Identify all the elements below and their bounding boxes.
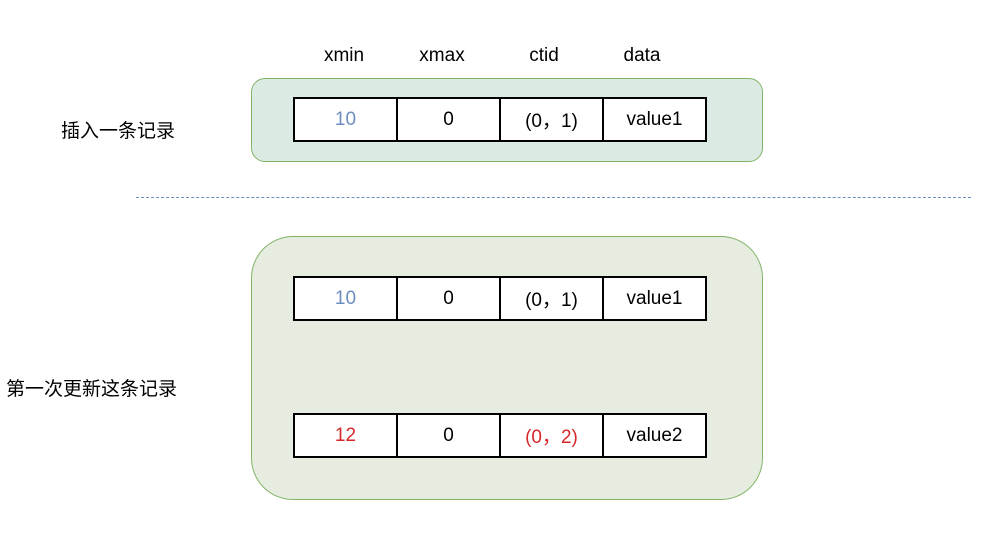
- cell-ctid: (0，1): [501, 278, 604, 319]
- cell-xmin: 10: [295, 99, 398, 140]
- record-row-new-version: 12 0 (0，2) value2: [293, 413, 707, 458]
- cell-xmin: 10: [295, 278, 398, 319]
- column-header-xmin: xmin: [323, 45, 365, 66]
- cell-xmin: 12: [295, 415, 398, 456]
- section-label-insert: 插入一条记录: [61, 120, 176, 142]
- cell-ctid: (0，2): [501, 415, 604, 456]
- record-row-inserted: 10 0 (0，1) value1: [293, 97, 707, 142]
- cell-data: value1: [626, 108, 683, 130]
- section-divider: [136, 197, 971, 198]
- cell-data: value2: [626, 424, 683, 446]
- cell-xmax: 0: [398, 99, 501, 140]
- column-header-data: data: [623, 45, 661, 66]
- column-header-ctid: ctid: [529, 45, 559, 66]
- cell-data: value1: [626, 287, 683, 309]
- cell-xmax: 0: [398, 278, 501, 319]
- section-label-first-update: 第一次更新这条记录: [6, 378, 178, 400]
- column-header-xmax: xmax: [419, 45, 465, 66]
- record-row-old-version: 10 0 (0，1) value1: [293, 276, 707, 321]
- cell-xmax: 0: [398, 415, 501, 456]
- cell-ctid: (0，1): [501, 99, 604, 140]
